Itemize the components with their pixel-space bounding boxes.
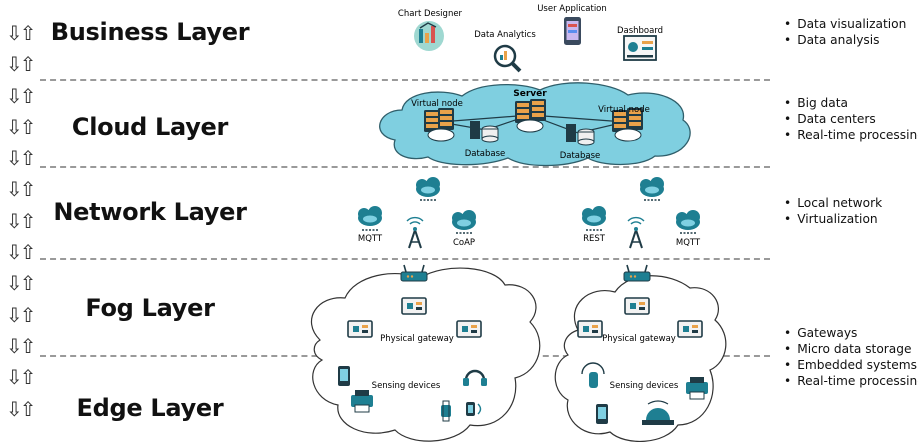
bullet-item: Embedded systems	[784, 357, 918, 373]
updown-arrow-icon: ⇩⇧	[6, 83, 37, 108]
bullet-item: Virtualization	[784, 211, 882, 227]
board-icon	[624, 297, 650, 315]
protocol-label-mqtt-left: MQTT	[358, 234, 383, 244]
updown-arrow-icon: ⇩⇧	[6, 177, 37, 202]
layer-separator	[40, 79, 770, 81]
updown-arrow-icon: ⇩⇧	[6, 396, 37, 421]
bullet-list-cloud: Big data Data centers Real-time processi…	[784, 95, 918, 143]
rest-cloud-icon	[582, 206, 606, 226]
database-left-icon	[470, 121, 499, 143]
wearable-icon	[466, 402, 482, 416]
virtual-node-left-label: Virtual node	[411, 99, 463, 109]
headphones-icon	[463, 369, 487, 386]
bullet-list-business: Data visualization Data analysis	[784, 16, 906, 48]
bullet-item: Local network	[784, 195, 882, 211]
board-icon	[577, 320, 603, 338]
updown-arrow-icon: ⇩⇧	[6, 114, 37, 139]
board-icon	[677, 320, 703, 338]
dashboard-label: Dashboard	[617, 26, 663, 36]
layer-title-edge: Edge Layer	[76, 394, 224, 422]
chart-designer-icon	[414, 21, 444, 51]
mqtt-cloud-icon	[358, 206, 382, 226]
smartwatch-icon	[441, 400, 451, 422]
layer-separator	[40, 166, 770, 168]
sensing-devices-right-label: Sensing devices	[610, 381, 679, 391]
physical-gateway-right-label: Physical gateway	[602, 334, 676, 344]
updown-arrow-icon: ⇩⇧	[6, 271, 37, 296]
router-icon	[623, 264, 651, 282]
alarm-sensor-icon	[642, 400, 674, 425]
touch-sensor-icon	[581, 362, 605, 388]
board-icon	[456, 320, 482, 338]
user-application-label: User Application	[537, 4, 607, 14]
layer-separator	[40, 258, 770, 260]
dashboard-icon	[623, 35, 657, 61]
protocol-label-mqtt-right: MQTT	[676, 238, 701, 248]
layer-title-network: Network Layer	[53, 198, 247, 226]
protocol-label-rest: REST	[583, 234, 606, 244]
database-right-icon	[566, 124, 595, 146]
mqtt-cloud-icon	[676, 210, 700, 230]
smartphone-icon	[338, 366, 350, 386]
layer-title-fog: Fog Layer	[85, 294, 215, 322]
antenna-icon	[627, 216, 645, 249]
database-left-label: Database	[465, 149, 506, 159]
layer-title-business: Business Layer	[50, 18, 250, 46]
server-icon	[515, 99, 546, 133]
fog-left-devices	[338, 264, 487, 422]
fog-right-devices	[577, 264, 708, 425]
physical-gateway-left-label: Physical gateway	[380, 334, 454, 344]
bullet-list-network: Local network Virtualization	[784, 195, 882, 227]
protocol-label-coap: CoAP	[453, 238, 475, 248]
bullet-item: Micro data storage	[784, 341, 918, 357]
virtual-node-right-label: Virtual node	[598, 105, 650, 115]
printer-icon	[351, 390, 373, 413]
updown-arrow-icon: ⇩⇧	[6, 302, 37, 327]
updown-arrow-icon: ⇩⇧	[6, 208, 37, 233]
arrow-column: ⇩⇧ ⇩⇧ ⇩⇧ ⇩⇧ ⇩⇧ ⇩⇧ ⇩⇧ ⇩⇧ ⇩⇧ ⇩⇧ ⇩⇧ ⇩⇧ ⇩⇧	[6, 18, 37, 425]
bullet-item: Data analysis	[784, 32, 906, 48]
cloud-node-icon	[640, 177, 664, 197]
updown-arrow-icon: ⇩⇧	[6, 146, 37, 171]
fog-cloud-left	[310, 267, 541, 442]
bullet-item: Data visualization	[784, 16, 906, 32]
cloud-node-icon	[416, 177, 440, 197]
coap-cloud-icon	[452, 210, 476, 230]
updown-arrow-icon: ⇩⇧	[6, 52, 37, 77]
network-group-right	[582, 177, 700, 249]
layer-title-cloud: Cloud Layer	[71, 113, 229, 141]
bullet-item: Real-time processing	[784, 127, 918, 143]
virtual-node-right-icon	[612, 108, 643, 142]
printer-icon	[686, 377, 708, 400]
network-group-left	[358, 177, 476, 249]
board-icon	[347, 320, 373, 338]
updown-arrow-icon: ⇩⇧	[6, 365, 37, 390]
chart-designer-label: Chart Designer	[398, 9, 463, 19]
board-icon	[401, 297, 427, 315]
data-analytics-icon	[493, 44, 522, 73]
server-label: Server	[513, 89, 547, 99]
bullet-item: Big data	[784, 95, 918, 111]
user-application-icon	[564, 17, 581, 45]
antenna-icon	[406, 216, 424, 249]
updown-arrow-icon: ⇩⇧	[6, 333, 37, 358]
sensing-devices-left-label: Sensing devices	[372, 381, 441, 391]
data-analytics-label: Data Analytics	[474, 30, 536, 40]
smartphone-icon	[596, 404, 608, 424]
updown-arrow-icon: ⇩⇧	[6, 21, 37, 45]
bullet-item: Real-time processing	[784, 373, 918, 389]
virtual-node-left-icon	[424, 108, 455, 142]
bullet-list-fog-edge: Gateways Micro data storage Embedded sys…	[784, 325, 918, 389]
bullet-item: Data centers	[784, 111, 918, 127]
database-right-label: Database	[560, 151, 601, 161]
bullet-item: Gateways	[784, 325, 918, 341]
updown-arrow-icon: ⇩⇧	[6, 240, 37, 265]
router-icon	[400, 264, 428, 282]
